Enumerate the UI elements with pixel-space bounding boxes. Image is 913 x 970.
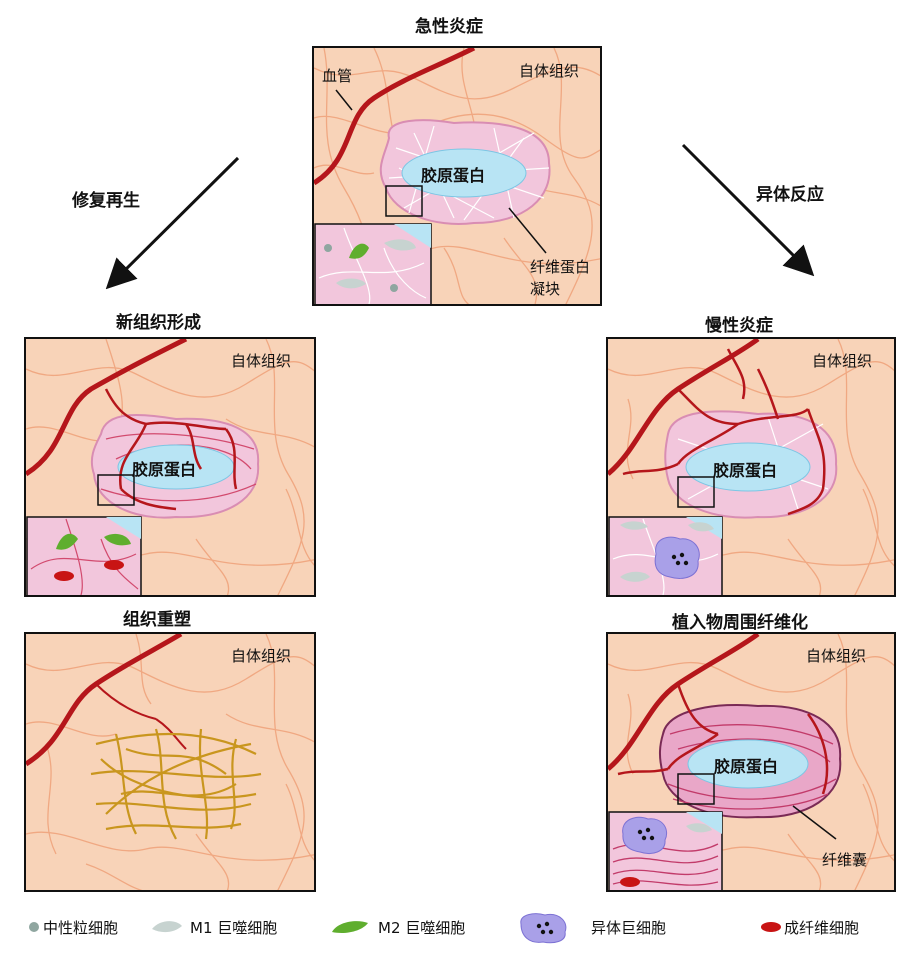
- fibroblast-icon: [761, 922, 781, 932]
- fibrosis-title: 植入物周围纤维化: [672, 613, 808, 633]
- autologous-label-new: 自体组织: [231, 352, 292, 370]
- legend-m1-macrophage: M1 巨噬细胞: [150, 912, 277, 942]
- new-tissue-panel: [24, 337, 316, 597]
- acute-illustration: [314, 48, 600, 304]
- giant-cell-icon: [520, 913, 567, 944]
- fibrin-label-line1: 纤维蛋白: [530, 258, 591, 276]
- autologous-label-remodel: 自体组织: [231, 647, 292, 665]
- chronic-panel: [606, 337, 896, 597]
- chronic-illustration: [608, 339, 894, 595]
- collagen-label-acute: 胶原蛋白: [421, 166, 486, 185]
- collagen-label-new: 胶原蛋白: [132, 460, 197, 479]
- capsule-label: 纤维囊: [822, 851, 868, 869]
- legend-fibroblast: 成纤维细胞: [760, 912, 859, 942]
- foreign-title: 异体反应: [756, 185, 824, 205]
- chronic-title: 慢性炎症: [705, 316, 773, 336]
- acute-title: 急性炎症: [415, 17, 483, 37]
- legend-label: 中性粒细胞: [43, 918, 119, 937]
- legend-label: M2 巨噬细胞: [378, 918, 466, 937]
- remodel-illustration: [26, 634, 314, 890]
- legend-label: 异体巨细胞: [591, 918, 667, 937]
- vessel-label: 血管: [322, 67, 353, 85]
- autologous-label-chronic: 自体组织: [812, 352, 873, 370]
- m2-macrophage-icon: [332, 921, 368, 933]
- fibrin-label-line2: 凝块: [530, 280, 561, 298]
- legend-giant-cell: 异体巨细胞: [515, 912, 667, 944]
- fibrosis-panel: [606, 632, 896, 892]
- foreign-arrow: [681, 143, 815, 277]
- legend-label: 成纤维细胞: [784, 918, 860, 937]
- new-tissue-title: 新组织形成: [116, 313, 201, 333]
- legend-m2-macrophage: M2 巨噬细胞: [330, 912, 465, 942]
- fibrosis-illustration: [608, 634, 894, 890]
- collagen-label-chronic: 胶原蛋白: [713, 461, 778, 480]
- new-tissue-illustration: [26, 339, 314, 595]
- repair-title: 修复再生: [72, 191, 140, 211]
- autologous-label-acute: 自体组织: [519, 62, 580, 80]
- acute-panel: [312, 46, 602, 306]
- neutrophil-icon: [29, 922, 39, 932]
- m1-macrophage-icon: [152, 921, 182, 933]
- legend-label: M1 巨噬细胞: [190, 918, 278, 937]
- legend-neutrophil: 中性粒细胞: [28, 912, 118, 942]
- remodel-panel: [24, 632, 316, 892]
- repair-arrow: [105, 156, 240, 290]
- remodel-title: 组织重塑: [123, 610, 191, 630]
- collagen-label-fibrosis: 胶原蛋白: [714, 757, 779, 776]
- autologous-label-fibrosis: 自体组织: [806, 647, 867, 665]
